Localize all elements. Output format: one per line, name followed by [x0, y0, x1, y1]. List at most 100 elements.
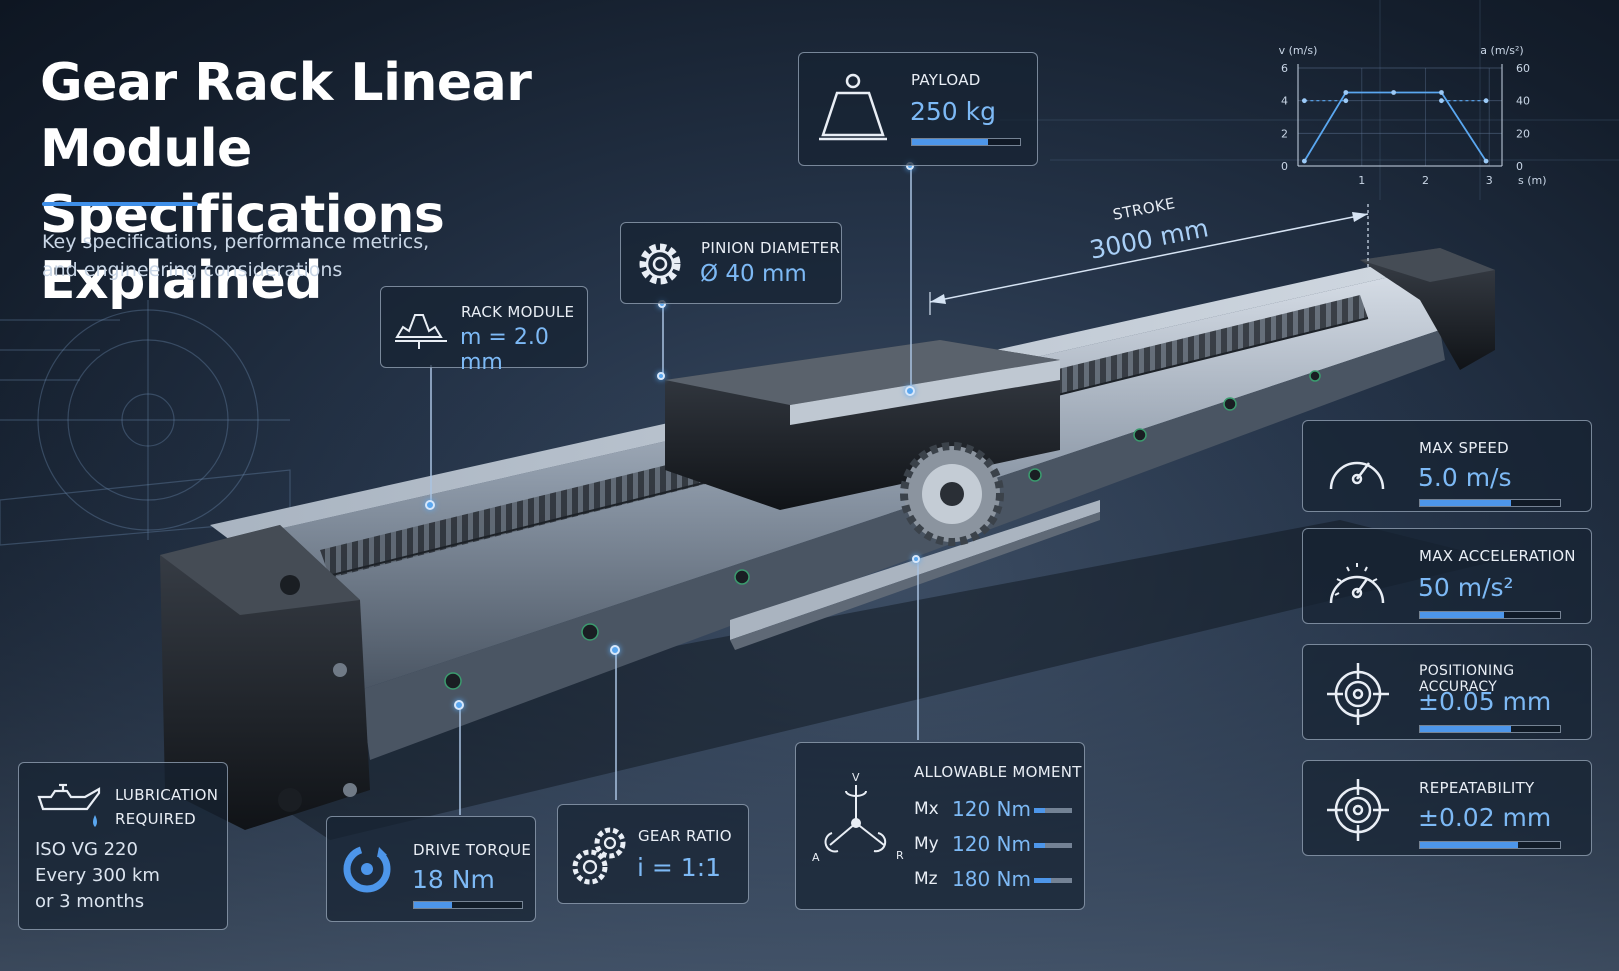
moment-axis-label-v: V — [852, 771, 860, 784]
moment-axis-label-r: R — [896, 849, 904, 862]
crosshair-icon — [1327, 663, 1389, 725]
rack-tooth-icon — [395, 314, 447, 349]
lubrication-label: LUBRICATION REQUIRED — [115, 783, 218, 831]
drive-torque-value: 18 Nm — [412, 865, 495, 894]
pinion-diameter-card: PINION DIAMETER Ø 40 mm — [620, 222, 842, 304]
chart-x-tick-label: 2 — [1422, 174, 1429, 187]
payload-label: PAYLOAD — [911, 71, 981, 89]
gear-ratio-label: GEAR RATIO — [638, 827, 732, 845]
payload-bar-fill — [912, 139, 988, 145]
weight-icon — [819, 73, 887, 141]
chart-y2-axis-label: a (m/s²) — [1480, 44, 1523, 57]
crosshair-icon — [1327, 779, 1389, 841]
moment-axes-icon — [824, 785, 887, 853]
chart-data-point — [1301, 98, 1307, 104]
chart-y2-tick-label: 60 — [1516, 62, 1530, 75]
leader-dot-gear-ratio — [610, 645, 620, 655]
repeatability-label: REPEATABILITY — [1419, 779, 1535, 797]
positioning-accuracy-bar-fill — [1420, 726, 1511, 732]
repeatability-card: REPEATABILITY ±0.02 mm — [1302, 760, 1592, 856]
lubrication-label-line-2: REQUIRED — [115, 810, 196, 828]
max-speed-bar-fill — [1420, 500, 1511, 506]
subtitle-line-2: and engineering considerations — [42, 259, 343, 281]
max-speed-bar — [1419, 499, 1561, 507]
chart-data-point — [1343, 90, 1349, 95]
gear-ratio-value: i = 1:1 — [637, 853, 722, 882]
leader-gear-ratio — [615, 650, 617, 800]
moment-row-name: My — [914, 834, 939, 854]
chart-series-line — [1303, 91, 1487, 162]
drive-torque-bar-fill — [414, 902, 452, 908]
max-speed-label: MAX SPEED — [1419, 439, 1510, 457]
max-acceleration-label: MAX ACCELERATION — [1419, 547, 1576, 565]
chart-y2-tick-label: 0 — [1516, 160, 1523, 173]
moment-row-bar — [1034, 808, 1072, 813]
payload-value: 250 kg — [910, 97, 997, 126]
page-title: Gear Rack Linear Module Specifications E… — [40, 50, 740, 314]
pinion-diameter-value: Ø 40 mm — [700, 261, 807, 287]
rack-module-value: m = 2.0 mm — [460, 325, 549, 375]
allowable-moment-card: V A R ALLOWABLE MOMENT Mx 120 Nm My 120 … — [795, 742, 1085, 910]
positioning-accuracy-bar — [1419, 725, 1561, 733]
chart-y-tick-label: 0 — [1281, 160, 1288, 173]
repeatability-bar-fill — [1420, 842, 1518, 848]
chart-data-point — [1483, 158, 1489, 164]
chart-y2-tick-label: 20 — [1516, 127, 1530, 140]
leader-dot-drive-torque — [454, 700, 464, 710]
moment-row-name: Mx — [914, 799, 939, 819]
drive-torque-label: DRIVE TORQUE — [413, 841, 532, 859]
moment-row-value: 180 Nm — [952, 867, 1031, 891]
pinion-diameter-label: PINION DIAMETER — [701, 239, 841, 257]
payload-card: PAYLOAD 250 kg — [798, 52, 1038, 166]
chart-data-point — [1343, 98, 1349, 104]
positioning-accuracy-label: POSITIONING ACCURACY — [1419, 663, 1515, 695]
max-acceleration-bar — [1419, 611, 1561, 619]
moment-row-bar-fill — [1034, 808, 1046, 813]
leader-rack — [430, 365, 432, 505]
moment-row-name: Mz — [914, 869, 938, 889]
moment-row-bar — [1034, 843, 1072, 848]
positioning-accuracy-value: ±0.05 mm — [1418, 687, 1552, 716]
gear-icon — [639, 243, 681, 285]
repeatability-value: ±0.02 mm — [1418, 803, 1552, 832]
positioning-accuracy-card: POSITIONING ACCURACY ±0.05 mm — [1302, 644, 1592, 740]
moment-row-bar-fill — [1034, 878, 1052, 883]
rack-module-label: RACK MODULE — [461, 303, 575, 321]
moment-row-bar — [1034, 878, 1072, 883]
moment-axis-label-a: A — [812, 851, 820, 864]
chart-y-tick-label: 6 — [1281, 62, 1288, 75]
drive-torque-card: DRIVE TORQUE 18 Nm — [326, 816, 536, 922]
title-underline — [42, 202, 198, 206]
pinion-gear-illustration — [900, 442, 1004, 546]
chart-x-axis-label: s (m) — [1518, 174, 1547, 187]
leader-drive-torque — [459, 705, 461, 815]
chart-x-tick-label: 3 — [1486, 174, 1493, 187]
lubrication-detail-line-3: or 3 months — [35, 891, 145, 912]
leader-payload — [910, 165, 912, 390]
leader-dot-payload — [905, 386, 915, 396]
chart-data-point — [1483, 98, 1489, 104]
chart-y-tick-label: 4 — [1281, 95, 1288, 108]
title-line-1: Gear Rack Linear Module — [40, 53, 532, 179]
max-speed-value: 5.0 m/s — [1418, 463, 1512, 492]
max-acceleration-value: 50 m/s² — [1418, 573, 1514, 602]
leader-moment — [917, 560, 919, 740]
gear-ratio-card: GEAR RATIO i = 1:1 — [557, 804, 749, 904]
leader-dot-rack — [425, 500, 435, 510]
leader-dot-pinion-end — [657, 372, 665, 380]
chart-data-point — [1439, 98, 1444, 104]
leader-pinion — [662, 300, 664, 375]
max-speed-card: MAX SPEED 5.0 m/s — [1302, 420, 1592, 512]
rotation-icon — [343, 845, 391, 893]
drive-torque-bar — [413, 901, 523, 909]
gauge-icon — [1329, 563, 1385, 604]
chart-y-tick-label: 2 — [1281, 127, 1288, 140]
repeatability-bar — [1419, 841, 1561, 849]
lubrication-card: LUBRICATION REQUIRED ISO VG 220 Every 30… — [18, 762, 228, 930]
chart-x-tick-label: 1 — [1358, 174, 1365, 187]
subtitle: Key specifications, performance metrics,… — [42, 228, 462, 284]
max-acceleration-bar-fill — [1420, 612, 1504, 618]
rack-module-card: RACK MODULE m = 2.0 mm — [380, 286, 588, 375]
